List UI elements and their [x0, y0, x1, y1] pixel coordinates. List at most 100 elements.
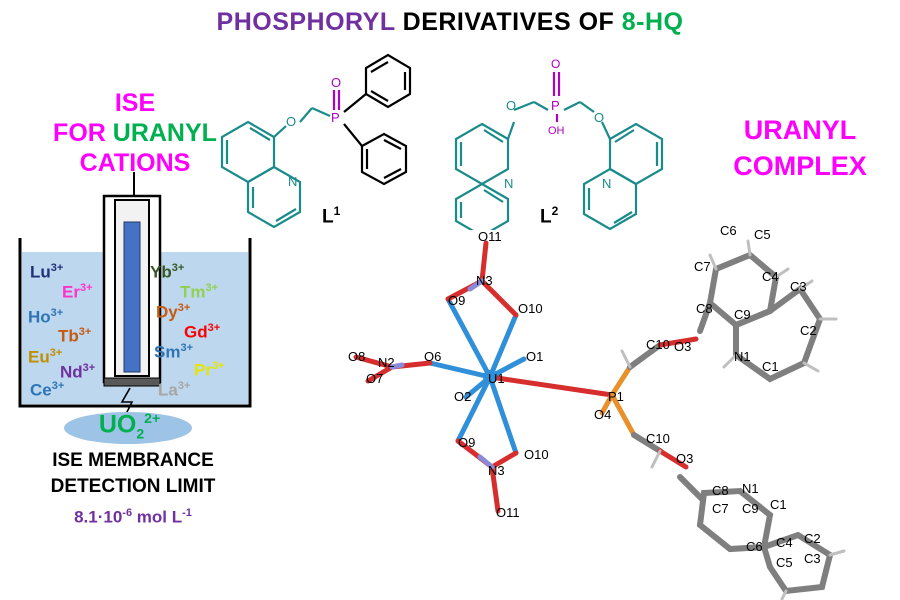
lbl-c8-bot: C8: [712, 483, 729, 498]
ligand-l2-structure: O P O OH O N N: [454, 57, 664, 230]
crystal-u-atom: [483, 370, 497, 384]
lbl-o4: O4: [594, 407, 611, 422]
cation-yb: Yb3+: [150, 262, 185, 282]
lbl-c5-bot: C5: [776, 555, 793, 570]
uranyl-complex-crystal-structure: O11 N3 O9 O10 O8 N2 O6 O7 U1 O1 O2 O9 N3…: [348, 223, 846, 600]
crystal-quinoline-bot-ring-b: [760, 531, 834, 595]
l2-o-ether-right: O: [594, 110, 604, 125]
cation-nd: Nd3+: [60, 362, 96, 382]
cation-tm: Tm3+: [180, 282, 219, 302]
cation-er: Er3+: [62, 282, 93, 302]
uranyl-complex-line1: URANYL: [743, 115, 857, 145]
uranyl-ion-ellipse: [64, 412, 192, 444]
l2-n-right: N: [602, 176, 611, 191]
l1-ring-a: [220, 120, 276, 184]
lbl-o3-bot: O3: [676, 451, 693, 466]
ise-line1: ISE: [114, 89, 156, 117]
lbl-o10-top: O10: [518, 301, 543, 316]
lbl-c4-bot: C4: [776, 535, 793, 550]
l2-o-phosphoryl: O: [551, 57, 560, 71]
lbl-n2: N2: [378, 355, 395, 370]
cation-la: La3+: [158, 380, 191, 400]
cation-pr: Pr3+: [194, 360, 225, 380]
title-8hq: 8-HQ: [621, 8, 684, 36]
lbl-o6: O6: [424, 349, 441, 364]
l2-ring-a: [454, 122, 510, 186]
cation-lu: Lu3+: [30, 262, 64, 282]
l1-ring-b: [246, 165, 302, 229]
l1-phenyl-1: [364, 53, 412, 109]
l2-o-ether-left: O: [506, 98, 516, 113]
lbl-c8-top: C8: [696, 301, 713, 316]
detection-limit-value: 8.1·10-6 mol L-1: [74, 507, 192, 527]
lbl-o8: O8: [348, 349, 365, 364]
membrane-info: ISE MEMBRANCE DETECTION LIMIT 8.1·10-6 m…: [8, 448, 258, 531]
title-phosphoryl: PHOSPHORYL: [216, 8, 396, 36]
lbl-c1-top: C1: [762, 359, 779, 374]
lbl-c2-bot: C2: [804, 531, 821, 546]
electrode-membrane: [103, 377, 161, 387]
ligand-l1-structure: O P O N: [220, 53, 412, 229]
lbl-o7: O7: [366, 371, 383, 386]
lbl-c9-bot: C9: [742, 501, 759, 516]
lbl-n3-bot: N3: [488, 463, 505, 478]
lbl-c6-top: C6: [720, 223, 737, 238]
membrane-line1: ISE MEMBRANCE: [52, 450, 214, 471]
lbl-c2-top: C2: [800, 323, 817, 338]
l2-p: P: [551, 98, 560, 113]
beaker: [18, 238, 252, 408]
electrode-core: [123, 221, 141, 373]
uranyl-ion-label: UO22+: [98, 410, 161, 442]
lbl-o9-top: O9: [448, 293, 465, 308]
lbl-o11-top: O11: [478, 229, 502, 244]
cation-dy: Dy3+: [156, 302, 191, 322]
membrane-line2: DETECTION LIMIT: [50, 476, 216, 497]
ise-line2: FOR URANYL: [53, 119, 217, 147]
lbl-c5-top: C5: [754, 227, 771, 242]
cation-ce: Ce3+: [30, 380, 65, 400]
cation-tb: Tb3+: [58, 326, 92, 346]
cation-eu: Eu3+: [28, 347, 63, 367]
lbl-c3-top: C3: [790, 279, 807, 294]
lbl-c7-top: C7: [694, 259, 711, 274]
l2-ring-c: [608, 122, 664, 186]
cation-ho: Ho3+: [28, 307, 64, 327]
l1-phenyl-2: [360, 132, 408, 186]
ise-heading: ISE FOR URANYL CATIONS: [20, 88, 250, 178]
lbl-o3-top: O3: [674, 339, 691, 354]
lbl-c10-bot: C10: [646, 431, 670, 446]
main-title: PHOSPHORYL DERIVATIVES OF 8-HQ: [0, 8, 900, 37]
uranyl-complex-heading: URANYL COMPLEX: [700, 112, 900, 184]
lbl-o9-bot: O9: [458, 435, 475, 450]
lbl-o1: O1: [526, 349, 543, 364]
l1-o-ether: O: [286, 114, 296, 129]
lbl-o10-bot: O10: [524, 447, 549, 462]
title-derivatives: DERIVATIVES OF: [395, 8, 622, 36]
lbl-p1: P1: [608, 389, 624, 404]
lbl-c7-bot: C7: [712, 501, 729, 516]
lbl-o11-bot: O11: [496, 505, 520, 520]
lightning-icon: [120, 387, 134, 419]
label-l2: L2: [540, 204, 559, 228]
l2-ring-b: [454, 182, 510, 230]
lbl-n3-top: N3: [476, 273, 493, 288]
crystal-quinoline-top-ring-b: [733, 284, 824, 383]
l1-n: N: [288, 174, 297, 189]
cation-sm: Sm3+: [154, 342, 194, 362]
ise-electrode-diagram: [18, 172, 252, 444]
label-l1: L1: [322, 204, 341, 228]
lbl-c9-top: C9: [734, 307, 751, 322]
lbl-c10-top: C10: [646, 337, 670, 352]
l1-o-phosphoryl: O: [331, 75, 341, 90]
l1-p: P: [331, 110, 340, 125]
cation-gd: Gd3+: [184, 322, 221, 342]
lbl-c3-bot: C3: [804, 551, 821, 566]
lbl-n1-bot: N1: [742, 481, 759, 496]
l2-oh: OH: [548, 125, 565, 137]
uranyl-complex-line2: COMPLEX: [733, 151, 867, 181]
lbl-o2: O2: [454, 389, 471, 404]
lbl-u1: U1: [488, 371, 505, 386]
lbl-c6-bot: C6: [746, 539, 763, 554]
l2-n-left: N: [504, 176, 513, 191]
lbl-c1-bot: C1: [770, 497, 787, 512]
